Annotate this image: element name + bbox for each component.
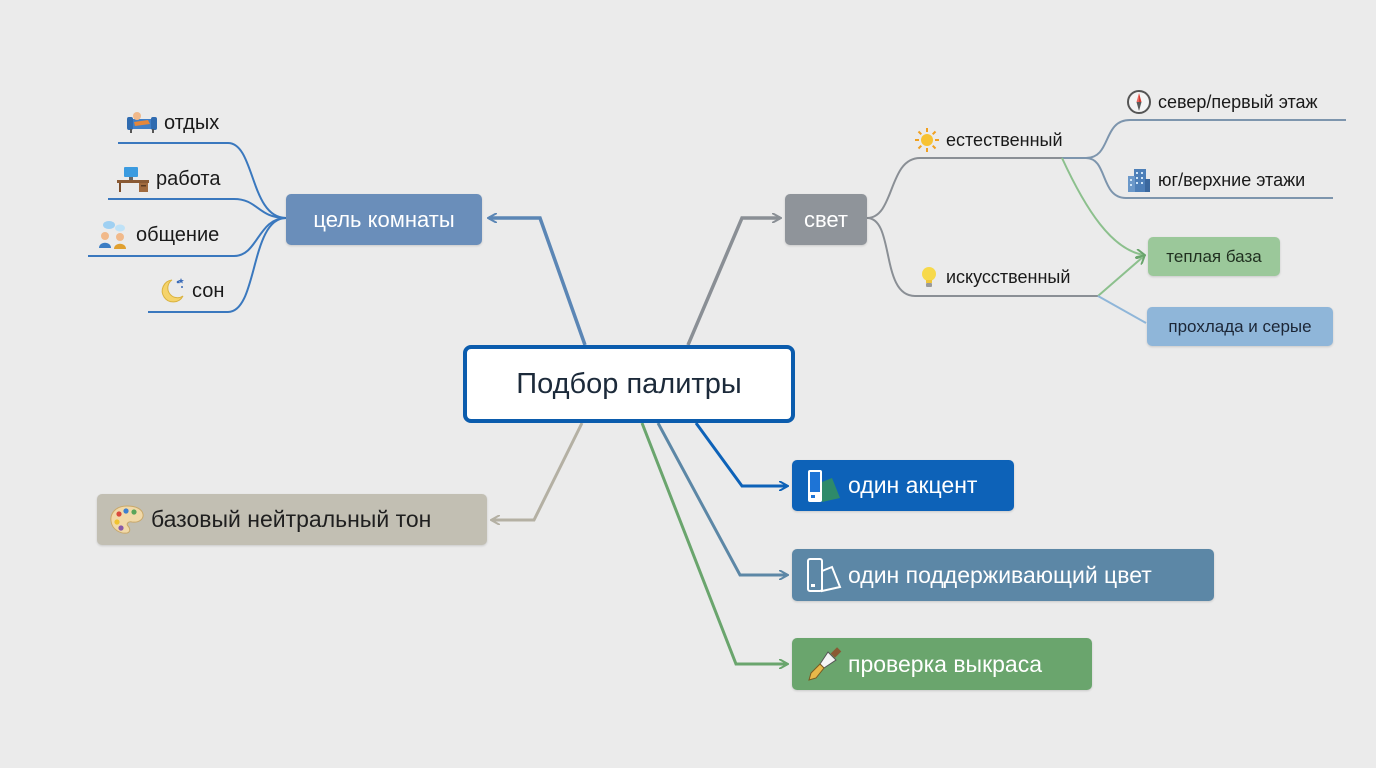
link-center-accent <box>694 422 787 486</box>
link-center-light <box>686 218 780 346</box>
link-center-neutral <box>492 422 584 520</box>
branch-room-purpose[interactable]: цель комнаты <box>286 194 482 245</box>
leaf-social[interactable]: общение <box>96 220 219 250</box>
outcome-warm-base[interactable]: теплая база <box>1148 237 1280 276</box>
outcome-warm-base-label: теплая база <box>1166 246 1262 266</box>
link-light-artificial <box>866 217 1098 297</box>
link-purpose-sleep <box>148 217 287 313</box>
sofa-icon <box>126 110 158 136</box>
leaf-south-label: юг/верхние этажи <box>1158 169 1306 190</box>
branch-neutral-base-label: базовый нейтральный тон <box>151 506 432 532</box>
branch-light-label: свет <box>803 206 849 232</box>
branch-paint-test-label: проверка выкраса <box>848 650 1043 677</box>
swatch-icon <box>806 468 842 504</box>
paintbrush-icon <box>806 646 842 682</box>
central-topic-label: Подбор палитры <box>516 367 742 400</box>
sun-icon <box>914 127 940 153</box>
link-center-check <box>640 422 787 664</box>
leaf-work-label: работа <box>156 167 221 190</box>
link-purpose-work <box>108 198 287 219</box>
palette-icon <box>109 504 145 536</box>
leaf-north-label: север/первый этаж <box>1158 91 1318 112</box>
link-natural-north <box>1062 119 1346 159</box>
leaf-natural-light-label: естественный <box>946 129 1063 150</box>
desk-icon <box>116 165 150 193</box>
leaf-south-upper-floors[interactable]: юг/верхние этажи <box>1126 166 1305 194</box>
branch-paint-test[interactable]: проверка выкраса <box>792 638 1092 690</box>
outcome-cool-grays-label: прохлада и серые <box>1168 316 1312 336</box>
leaf-work[interactable]: работа <box>116 164 220 194</box>
branch-one-supporting-color-label: один поддерживающий цвет <box>848 561 1152 588</box>
link-artificial-warm <box>1097 256 1144 297</box>
branch-one-accent-label: один акцент <box>848 472 978 498</box>
leaf-natural-light[interactable]: естественный <box>914 126 1063 154</box>
link-center-purpose <box>489 218 587 346</box>
link-center-support <box>656 422 787 575</box>
leaf-rest-label: отдых <box>164 111 220 134</box>
outcome-cool-grays[interactable]: прохлада и серые <box>1147 307 1333 346</box>
building-icon <box>1126 167 1152 193</box>
branch-room-purpose-label: цель комнаты <box>313 206 455 232</box>
leaf-sleep-label: сон <box>192 279 225 302</box>
branch-one-accent[interactable]: один акцент <box>792 460 1014 511</box>
compass-icon <box>1126 89 1152 115</box>
bulb-icon <box>918 264 940 290</box>
branch-one-supporting-color[interactable]: один поддерживающий цвет <box>792 549 1214 601</box>
link-artificial-cool <box>1097 295 1147 324</box>
leaf-social-label: общение <box>136 223 220 246</box>
branch-neutral-base[interactable]: базовый нейтральный тон <box>97 494 487 545</box>
swatch-outline-icon <box>806 557 842 593</box>
link-purpose-rest <box>118 142 287 219</box>
leaf-artificial-light-label: искусственный <box>946 266 1071 287</box>
people-icon <box>96 220 130 250</box>
leaf-artificial-light[interactable]: искусственный <box>918 263 1070 291</box>
link-natural-warm <box>1061 157 1144 255</box>
central-topic[interactable]: Подбор палитры <box>463 345 795 423</box>
link-natural-south <box>1062 157 1333 199</box>
branch-light[interactable]: свет <box>785 194 867 245</box>
leaf-north-first-floor[interactable]: север/первый этаж <box>1126 88 1318 116</box>
leaf-rest[interactable]: отдых <box>126 108 219 138</box>
moon-icon <box>156 276 186 306</box>
leaf-sleep[interactable]: сон <box>156 276 224 306</box>
link-light-natural <box>866 157 1062 219</box>
